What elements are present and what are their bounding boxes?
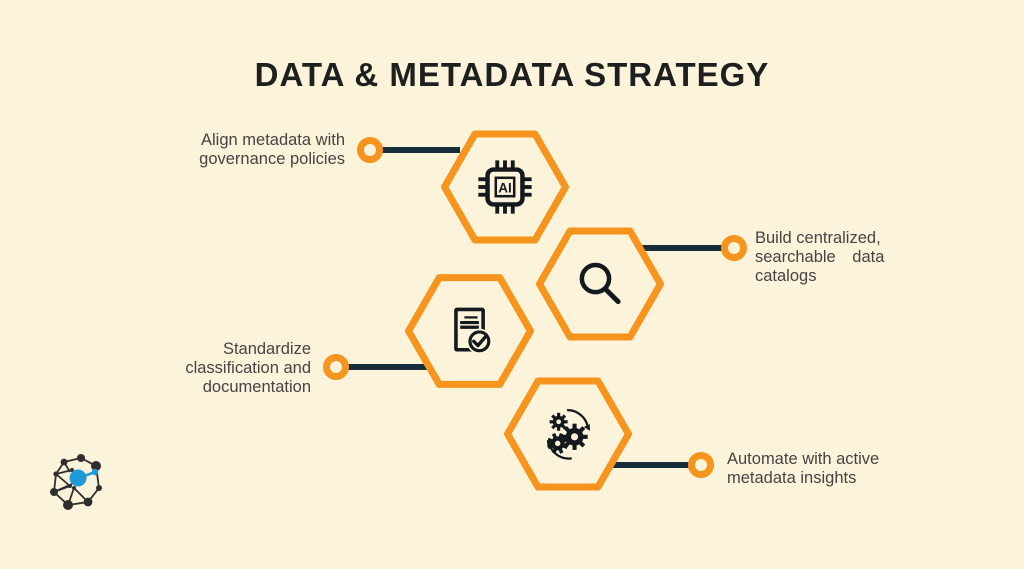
page-title: DATA & METADATA STRATEGY [254, 56, 770, 93]
label-line: governance policies [199, 150, 345, 168]
label-line: Build centralized, [755, 229, 881, 247]
connector-ring-2 [721, 235, 747, 261]
connector-line-2 [640, 245, 724, 251]
hexagon-gears [503, 374, 633, 494]
connector-line-4 [612, 462, 692, 468]
hexagon-document [404, 271, 535, 391]
connector-line-1 [378, 147, 460, 153]
label-line: Automate with active [727, 450, 880, 468]
network-logo-icon [50, 454, 102, 510]
chip-ai-text: AI [498, 180, 512, 195]
connector-ring-3 [323, 354, 349, 380]
ai-chip-icon: AI [478, 160, 532, 214]
hexagon-outline [405, 274, 534, 388]
hexagon-outline [536, 227, 664, 341]
label-line: Standardize [222, 340, 311, 358]
label-line: catalogs [755, 267, 817, 285]
label-line: Align metadata with [201, 131, 345, 149]
hexagon-outline [441, 130, 569, 244]
label-build-catalogs: Build centralized, searchable data catal… [755, 229, 910, 286]
label-standardize: Standardize classification and documenta… [111, 340, 311, 397]
connector-ring-4 [688, 452, 714, 478]
label-line: searchable data [755, 248, 885, 266]
connector-ring-1 [357, 137, 383, 163]
label-line: metadata insights [727, 469, 857, 487]
hexagon-search [535, 225, 665, 343]
hexagon-ai: AI [440, 128, 570, 246]
connector-line-3 [345, 364, 429, 370]
document-check-icon [453, 307, 492, 354]
label-line: classification and [185, 359, 311, 377]
label-automate: Automate with active metadata insights [727, 450, 947, 488]
label-line: documentation [202, 378, 311, 396]
gears-sync-icon [546, 408, 591, 460]
label-align-metadata: Align metadata with governance policies [145, 131, 345, 169]
search-icon [579, 262, 621, 305]
